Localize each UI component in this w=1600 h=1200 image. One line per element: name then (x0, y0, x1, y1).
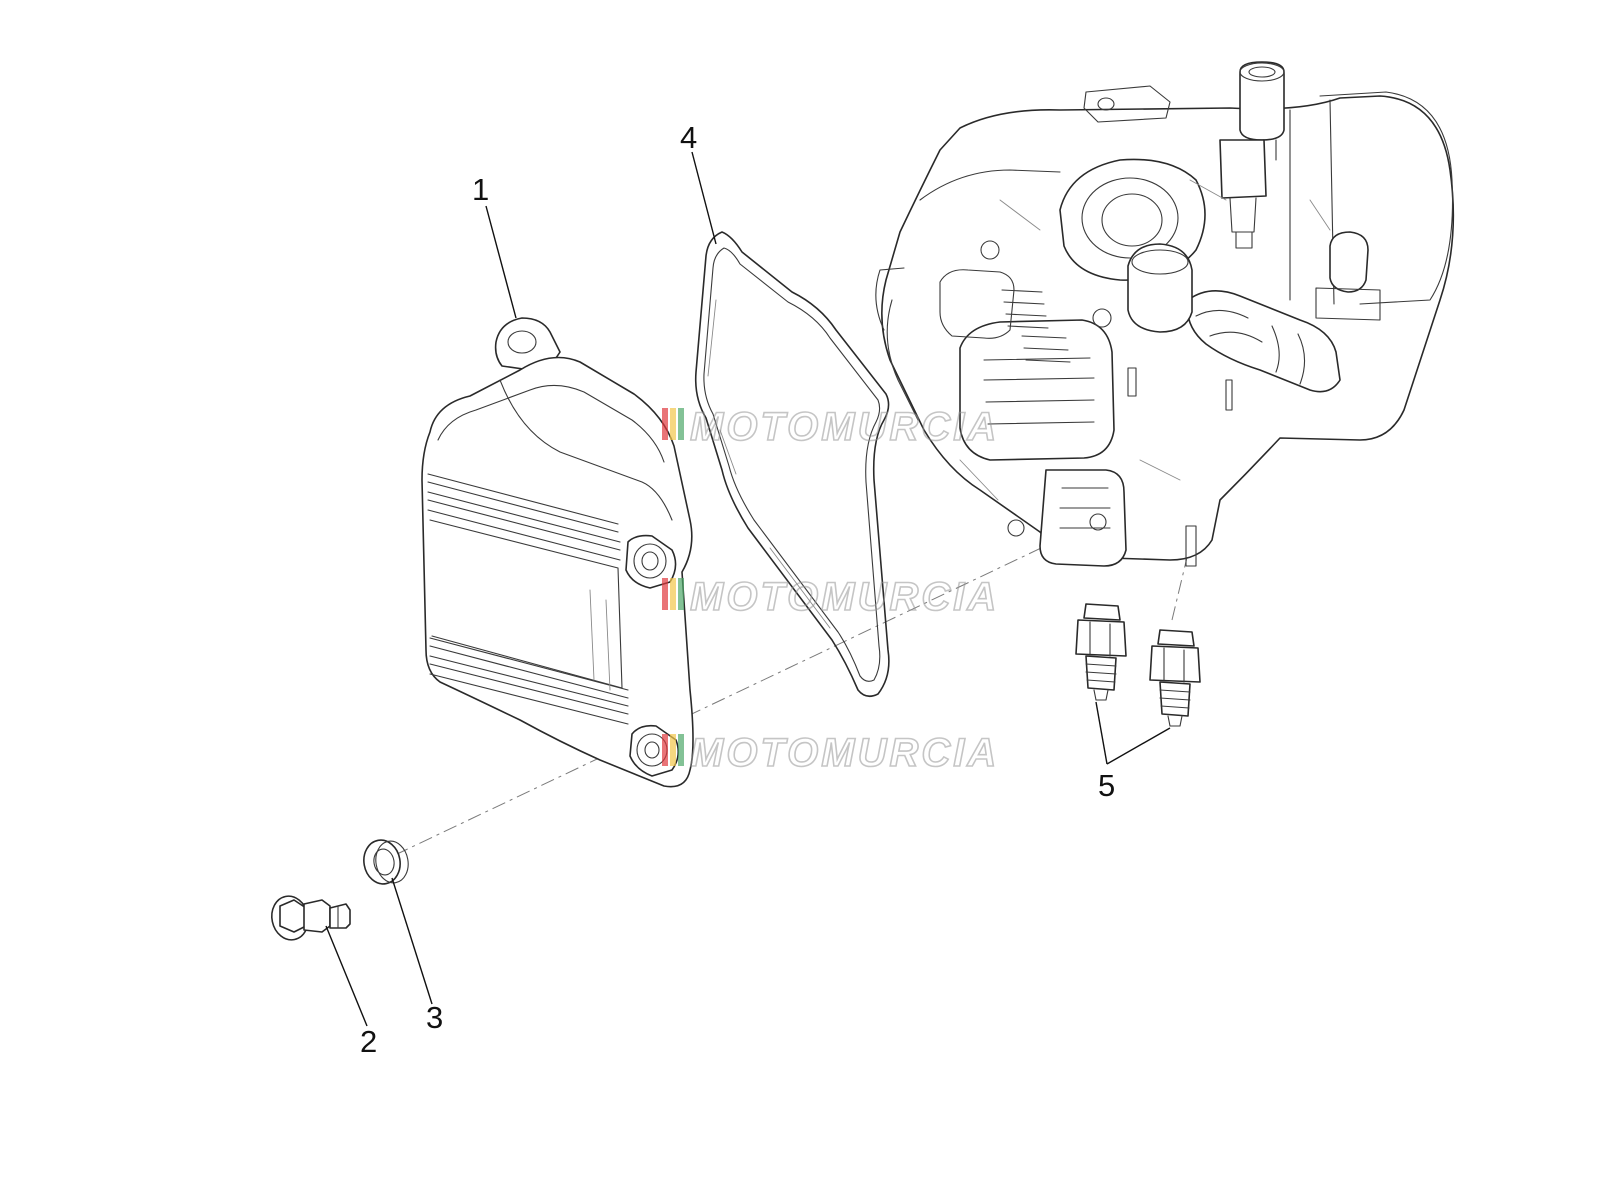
watermark-stripe-green (678, 734, 684, 766)
watermark-group: MOTOMURCIA MOTOMURCIA MOTOMURCIA (662, 404, 999, 776)
callout-1: 1 (472, 172, 489, 207)
callout-2: 2 (360, 1024, 377, 1059)
callout-5: 5 (1098, 768, 1115, 803)
flange-bolt (271, 895, 351, 941)
sensor-right (1149, 629, 1201, 727)
watermark-3: MOTOMURCIA (662, 730, 999, 776)
leader-lines (325, 151, 1171, 1027)
callout-labels: 1 2 3 4 5 (360, 120, 1115, 1059)
watermark-1: MOTOMURCIA (662, 404, 999, 450)
sensor-left (1075, 603, 1127, 701)
watermark-stripe-green (678, 578, 684, 610)
watermark-stripe-yellow (670, 734, 676, 766)
temperature-sensors (1075, 603, 1201, 727)
cylinder-head (875, 61, 1455, 567)
watermark-text: MOTOMURCIA (690, 731, 999, 775)
watermark-stripe-red (662, 734, 668, 766)
watermark-stripe-green (678, 408, 684, 440)
valve-cover (421, 317, 694, 788)
valve-cover-gasket (694, 231, 890, 698)
callout-3: 3 (426, 1000, 443, 1035)
sealing-washer (363, 839, 409, 885)
watermark-stripe-yellow (670, 408, 676, 440)
watermark-stripe-yellow (670, 578, 676, 610)
watermark-2: MOTOMURCIA (662, 574, 999, 620)
callout-4: 4 (680, 120, 697, 155)
watermark-text: MOTOMURCIA (690, 575, 999, 619)
watermark-text: MOTOMURCIA (690, 405, 999, 449)
watermark-stripe-red (662, 408, 668, 440)
watermark-stripe-red (662, 578, 668, 610)
